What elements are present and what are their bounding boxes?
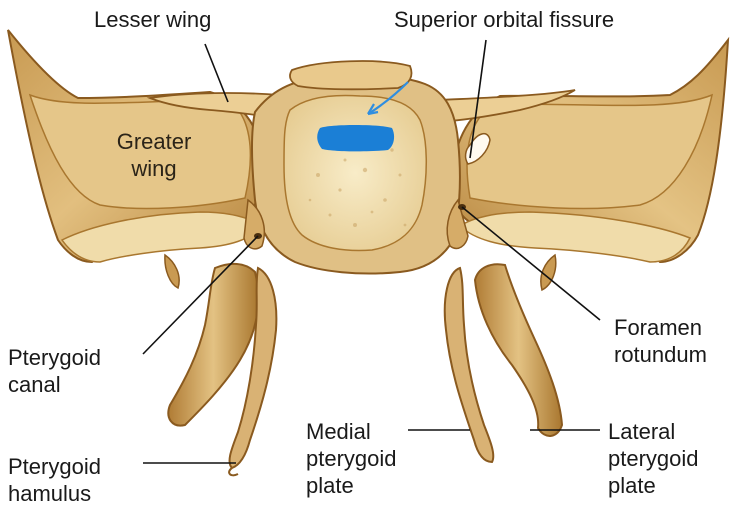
left-spine (165, 255, 179, 288)
sella-turcica (284, 96, 426, 251)
label-greater-wing: Greater wing (106, 128, 202, 182)
label-medial-pterygoid-plate: Medial pterygoid plate (306, 418, 397, 499)
pterygoid-hamulus-hook (229, 468, 238, 475)
label-pterygoid-canal: Pterygoid canal (8, 344, 101, 398)
right-lateral-pterygoid-plate (475, 264, 562, 436)
label-superior-orbital-fissure: Superior orbital fissure (394, 6, 614, 33)
left-lateral-pterygoid-plate (168, 264, 258, 426)
blue-highlight-marker (317, 125, 394, 151)
label-lateral-pterygoid-plate: Lateral pterygoid plate (608, 418, 699, 499)
label-pterygoid-hamulus: Pterygoid hamulus (8, 453, 101, 507)
label-lesser-wing: Lesser wing (94, 6, 211, 33)
dorsum-sellae (290, 61, 412, 89)
label-foramen-rotundum: Foramen rotundum (614, 314, 707, 368)
